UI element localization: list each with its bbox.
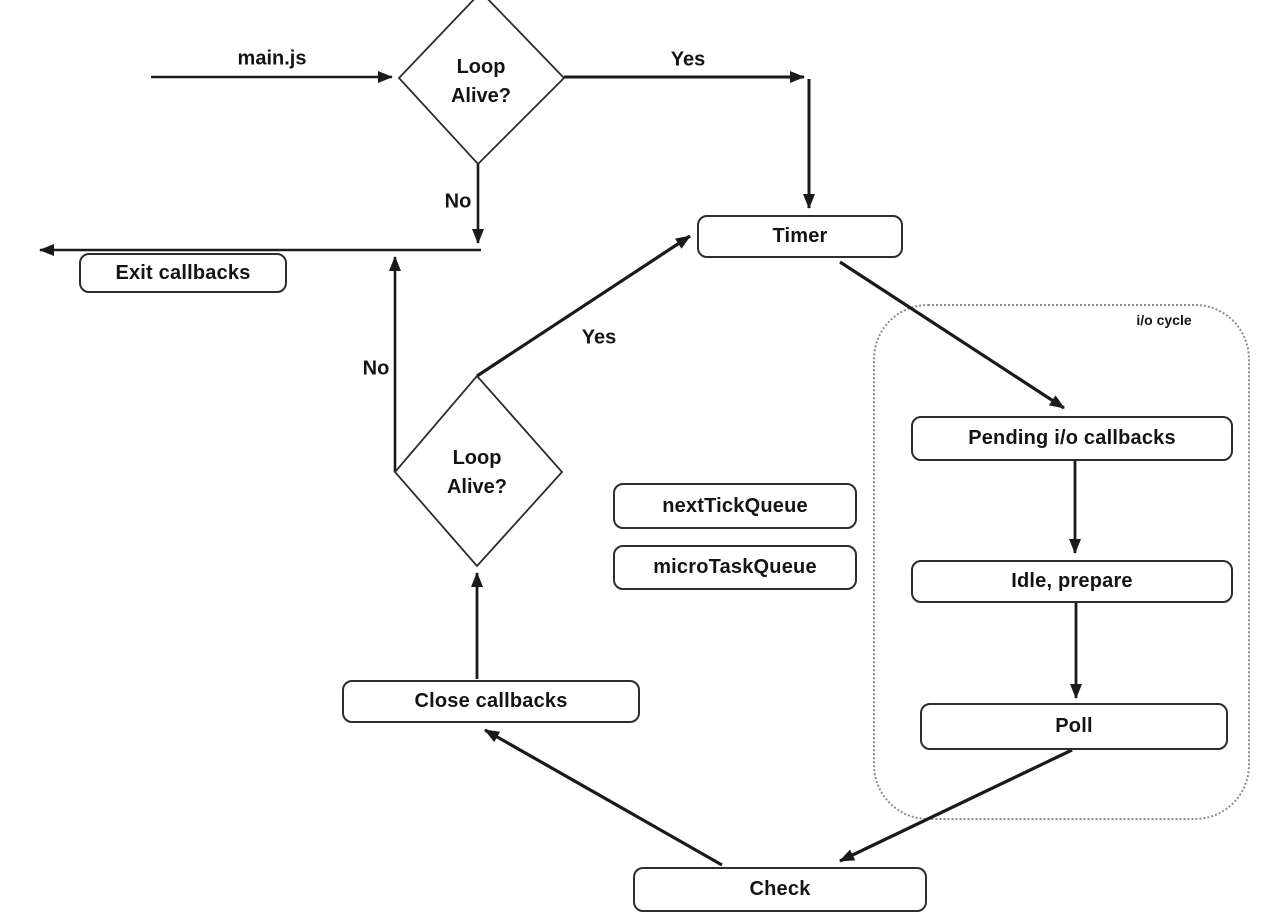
idle-prepare-text: Idle, prepare	[1011, 570, 1133, 592]
loop-alive-mid-line2: Alive?	[446, 476, 508, 498]
node-check: Check	[633, 867, 927, 912]
edge-poll-to-check	[839, 748, 1073, 863]
yes-top-label: Yes	[670, 48, 706, 71]
pending-io-callbacks-text: Pending i/o callbacks	[968, 427, 1176, 449]
no-top-label: No	[444, 190, 472, 213]
node-micro-task-queue: microTaskQueue	[613, 545, 857, 590]
exit-callbacks-text: Exit callbacks	[115, 261, 251, 284]
yes-mid-label: Yes	[581, 326, 617, 349]
loop-alive-mid-label: Loop Alive?	[447, 444, 507, 502]
loop-alive-mid-line1: Loop	[452, 447, 502, 469]
node-poll: Poll	[920, 703, 1228, 750]
edge-check-to-close	[484, 728, 723, 867]
io-cycle-label: i/o cycle	[1136, 312, 1192, 328]
node-idle-prepare: Idle, prepare	[911, 560, 1233, 603]
next-tick-queue-text: nextTickQueue	[662, 494, 808, 517]
loop-alive-top-line2: Alive?	[450, 85, 512, 107]
edge-timer-to-pending	[839, 260, 1065, 410]
mainjs-label: main.js	[237, 47, 307, 70]
loop-alive-top-diamond	[397, 0, 566, 166]
micro-task-queue-text: microTaskQueue	[653, 556, 817, 578]
node-close-callbacks: Close callbacks	[342, 680, 640, 723]
edge-loop-mid-yes-to-timer	[476, 234, 691, 378]
timer-text: Timer	[772, 225, 828, 247]
node-exit-callbacks: Exit callbacks	[79, 253, 287, 293]
loop-alive-top-line1: Loop	[456, 56, 506, 78]
node-pending-io-callbacks: Pending i/o callbacks	[911, 416, 1233, 461]
node-next-tick-queue: nextTickQueue	[613, 483, 857, 529]
close-callbacks-text: Close callbacks	[414, 690, 568, 712]
node-timer: Timer	[697, 215, 903, 258]
loop-alive-mid-diamond	[393, 374, 564, 568]
check-text: Check	[749, 878, 811, 900]
loop-alive-top-label: Loop Alive?	[451, 53, 511, 111]
io-cycle-container	[873, 304, 1250, 820]
poll-text: Poll	[1055, 715, 1093, 737]
no-mid-label: No	[362, 357, 390, 380]
